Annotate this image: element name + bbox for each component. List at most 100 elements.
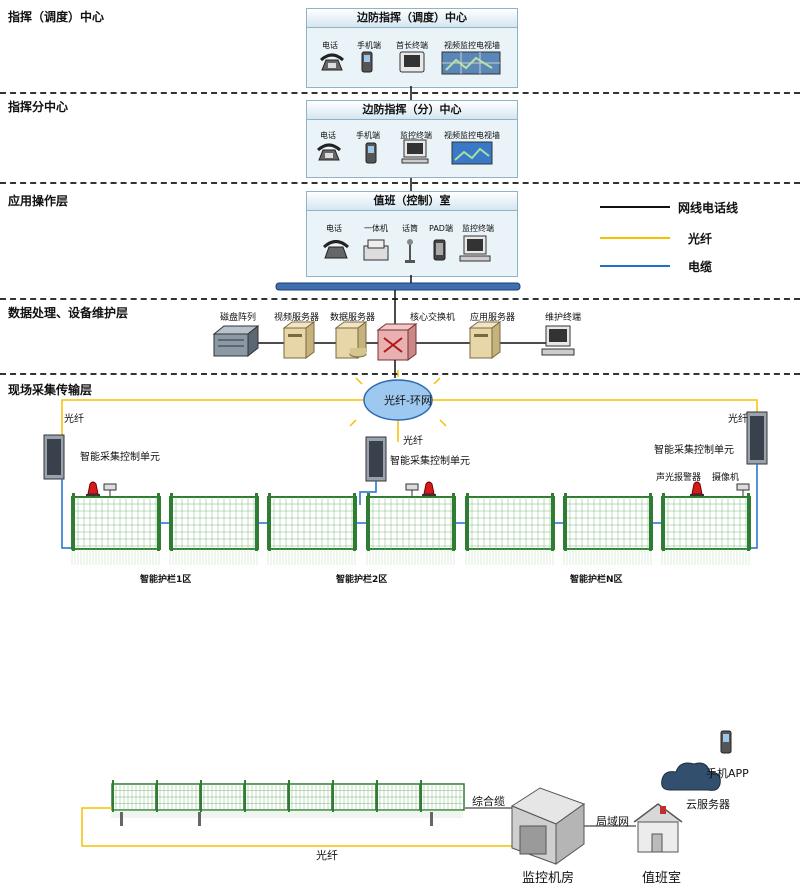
device-label: 电话 <box>326 224 342 233</box>
device-label: 核心交换机 <box>410 313 456 323</box>
mobile-app-phone-icon <box>720 730 732 754</box>
device-label: 监控终端 <box>462 224 494 233</box>
device-label: 视频服务器 <box>274 313 320 323</box>
camera-icon <box>103 483 117 496</box>
device-label: 电话 <box>320 131 336 140</box>
fiber-label-bottom: 光纤 <box>316 849 338 862</box>
fence-panel <box>661 493 751 565</box>
fiber-label-mid: 光纤 <box>403 436 423 447</box>
video-server-icon <box>282 321 316 359</box>
fence-panel <box>155 780 201 818</box>
alarm-label: 声光报警器 <box>656 473 702 483</box>
device-label: PAD端 <box>429 224 453 233</box>
layer-title-application: 应用操作层 <box>8 194 69 208</box>
device-label: 话筒 <box>402 224 418 233</box>
mobile-phone-icon <box>361 51 373 73</box>
fiber-ring-network-icon <box>349 370 447 427</box>
legend-fiber-label: 光纤 <box>688 232 713 246</box>
cable-line <box>359 481 377 505</box>
terminal-icon <box>399 51 425 73</box>
all-in-one-icon <box>363 239 389 261</box>
cloud-server-label: 云服务器 <box>686 798 730 811</box>
device-label: 视频监控电视墙 <box>444 131 500 140</box>
bottom-fence <box>111 780 465 826</box>
fence-post <box>120 812 123 826</box>
fence-panel <box>366 493 456 565</box>
device-label: 一体机 <box>364 224 388 233</box>
fence-post <box>198 812 201 826</box>
cloud-server-icon <box>661 762 721 791</box>
legend-cable-label: 电缆 <box>688 260 713 274</box>
device-label: 数据服务器 <box>330 313 376 323</box>
legend-phone-line-label: 网线电话线 <box>678 201 739 215</box>
legend-cable-swatch <box>600 265 670 267</box>
cable-line <box>750 464 758 549</box>
panel-title: 边防指挥（分）中心 <box>307 101 517 120</box>
telephone-icon <box>319 53 345 71</box>
layer-title-data-processing: 数据处理、设备维护层 <box>8 306 129 320</box>
device-label: 应用服务器 <box>470 313 516 323</box>
command-center-panel: 边防指挥（调度）中心 <box>306 8 518 88</box>
control-unit-label-left: 智能采集控制单元 <box>80 452 160 463</box>
telephone-icon <box>316 143 342 161</box>
control-unit-label-mid: 智能采集控制单元 <box>390 456 470 467</box>
cable-line <box>61 479 72 549</box>
disk-array-icon <box>212 324 260 358</box>
control-cabinet-icon <box>365 436 387 482</box>
fence-zone-label: 智能护栏2区 <box>336 575 388 585</box>
fiber-loop-line <box>81 807 530 847</box>
network-bus-bar <box>275 282 521 291</box>
fence-zone-label: 智能护栏N区 <box>570 575 623 585</box>
fence-post <box>430 812 433 826</box>
legend-fiber-swatch <box>600 237 670 239</box>
alarm-icon <box>690 481 704 497</box>
device-label: 首长终端 <box>396 41 428 50</box>
layer-title-sub-center: 指挥分中心 <box>8 100 69 114</box>
maintenance-terminal-icon <box>541 325 575 356</box>
mobile-app-label: 手机APP <box>706 767 749 780</box>
device-label: 手机端 <box>356 131 380 140</box>
layer-divider <box>0 182 800 184</box>
monitor-terminal-icon <box>459 235 491 262</box>
video-wall-icon <box>441 51 501 75</box>
device-label: 磁盘阵列 <box>220 313 257 323</box>
alarm-icon <box>86 481 100 497</box>
control-cabinet-icon <box>43 434 65 480</box>
layer-divider <box>0 92 800 94</box>
fiber-label-left: 光纤 <box>64 414 84 425</box>
device-label: 维护终端 <box>545 313 582 323</box>
machine-room-label: 监控机房 <box>522 871 575 886</box>
lan-label: 局域网 <box>596 815 629 828</box>
device-label: 监控终端 <box>400 131 432 140</box>
fence-panels <box>71 493 751 565</box>
fence-panel <box>243 780 289 818</box>
fence-panel <box>111 780 157 818</box>
duty-room-house-icon <box>633 803 683 853</box>
device-label: 电话 <box>322 41 338 50</box>
fence-panel <box>419 780 465 818</box>
fence-panel <box>169 493 259 565</box>
core-switch-icon <box>376 323 418 361</box>
layer-divider <box>0 298 800 300</box>
machine-room-building-icon <box>510 787 586 865</box>
fiber-ring-label: 光纤-环网 <box>384 394 432 407</box>
application-server-icon <box>468 321 502 359</box>
mobile-phone-icon <box>365 142 377 164</box>
legend-phone-line-swatch <box>600 206 670 208</box>
monitor-icon <box>401 139 429 164</box>
sub-center-panel: 边防指挥（分）中心 <box>306 100 518 178</box>
fiber-label-right: 光纤 <box>728 414 748 425</box>
layer-title-command-center: 指挥（调度）中心 <box>8 10 105 24</box>
panel-title: 边防指挥（调度）中心 <box>307 9 517 28</box>
telephone-icon <box>322 240 350 259</box>
microphone-icon <box>405 239 415 263</box>
fence-zone-label: 智能护栏1区 <box>140 575 192 585</box>
layer-title-field: 现场采集传输层 <box>8 383 93 397</box>
camera-label: 摄像机 <box>712 473 740 483</box>
